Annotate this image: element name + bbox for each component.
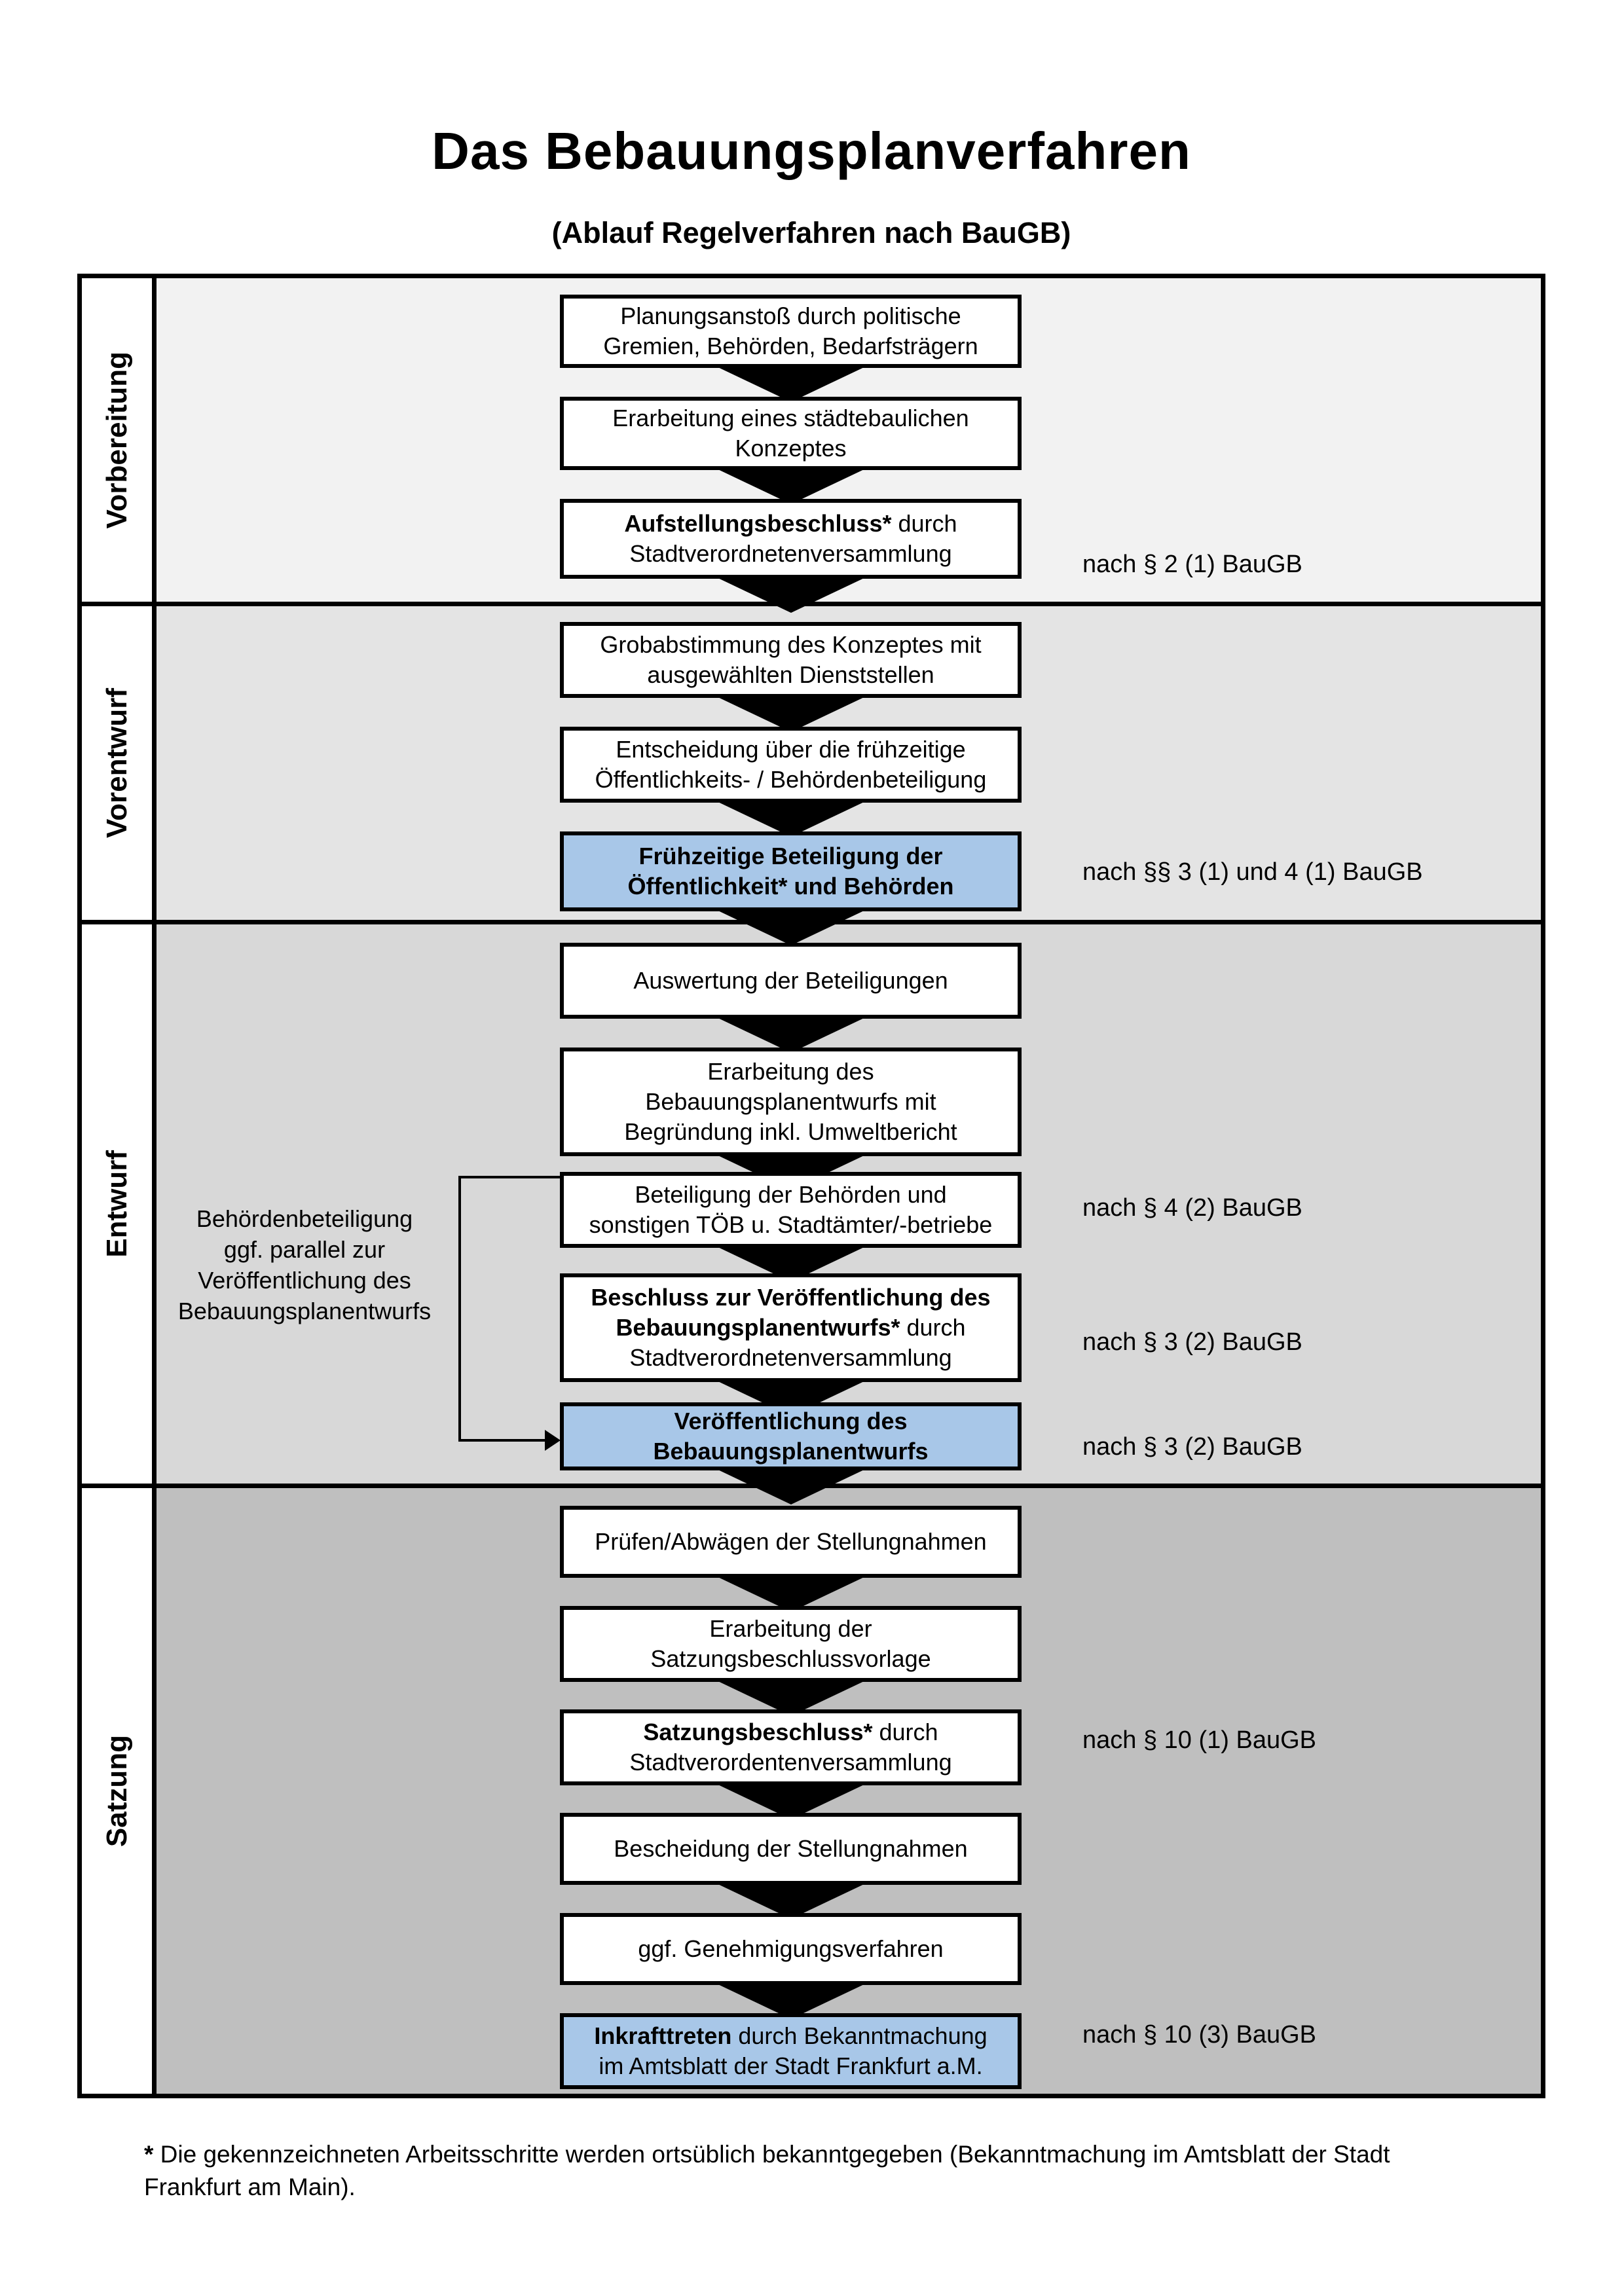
page-title: Das Bebauungsplanverfahren [432, 122, 1191, 180]
footnote-text-line1: Die gekennzeichneten Arbeitsschritte wer… [153, 2141, 1390, 2168]
phase-label-text: Vorentwurf [100, 688, 133, 838]
phase-area-vorbereitung [157, 278, 1541, 602]
phase-label-text: Satzung [100, 1734, 133, 1848]
footnote: * Die gekennzeichneten Arbeitsschritte w… [144, 2138, 1526, 2204]
process-flowchart: Vorbereitung Vorentwurf Entwurf Satzung … [77, 274, 1545, 2098]
phase-label-vorentwurf: Vorentwurf [82, 606, 152, 920]
phase-label-satzung: Satzung [82, 1488, 152, 2094]
phase-area-satzung [157, 1488, 1541, 2094]
page-subtitle: (Ablauf Regelverfahren nach BauGB) [551, 216, 1071, 249]
phase-area-vorentwurf [157, 606, 1541, 920]
phase-label-text: Entwurf [100, 1150, 133, 1258]
phase-label-text: Vorbereitung [100, 351, 133, 529]
phase-area-entwurf [157, 924, 1541, 1484]
phase-label-vorbereitung: Vorbereitung [82, 278, 152, 602]
footnote-text-line2: Frankfurt am Main). [144, 2174, 356, 2200]
phase-label-entwurf: Entwurf [82, 924, 152, 1484]
footnote-asterisk: * [144, 2141, 154, 2168]
